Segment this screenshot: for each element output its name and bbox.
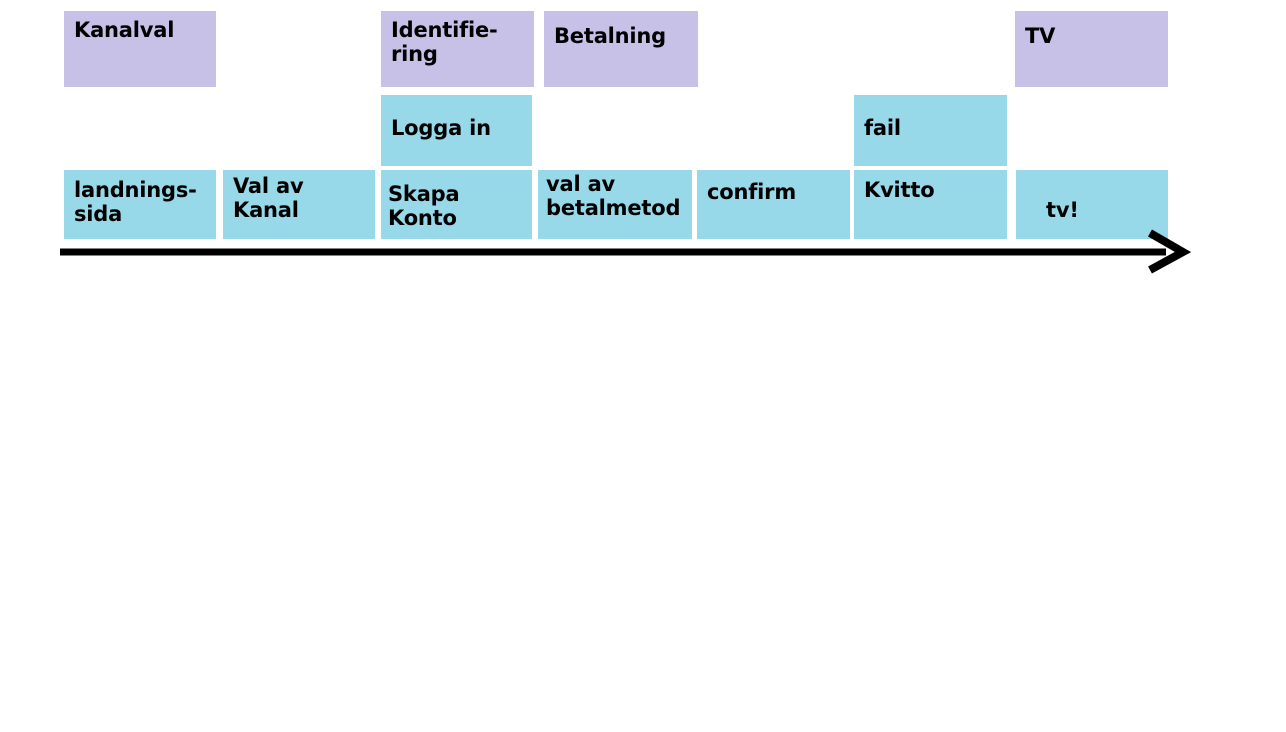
step-card-val-av-betalmetod[interactable]: val av betalmetod xyxy=(538,170,692,239)
step-card-kvitto[interactable]: Kvitto xyxy=(854,170,1007,239)
step-card-logga-in[interactable]: Logga in xyxy=(381,95,532,166)
phase-card-kanalval[interactable]: Kanalval xyxy=(64,11,216,87)
step-card-landningssida[interactable]: landnings- sida xyxy=(64,170,216,239)
step-card-val-av-kanal[interactable]: Val av Kanal xyxy=(223,170,375,239)
step-card-skapa-konto[interactable]: Skapa Konto xyxy=(381,170,532,239)
phase-card-betalning[interactable]: Betalning xyxy=(544,11,698,87)
phase-card-identifiering[interactable]: Identifie- ring xyxy=(381,11,534,87)
step-card-tv-done[interactable]: tv! xyxy=(1016,170,1168,239)
step-card-fail[interactable]: fail xyxy=(854,95,1007,166)
step-card-confirm[interactable]: confirm xyxy=(697,170,850,239)
phase-card-tv[interactable]: TV xyxy=(1015,11,1168,87)
